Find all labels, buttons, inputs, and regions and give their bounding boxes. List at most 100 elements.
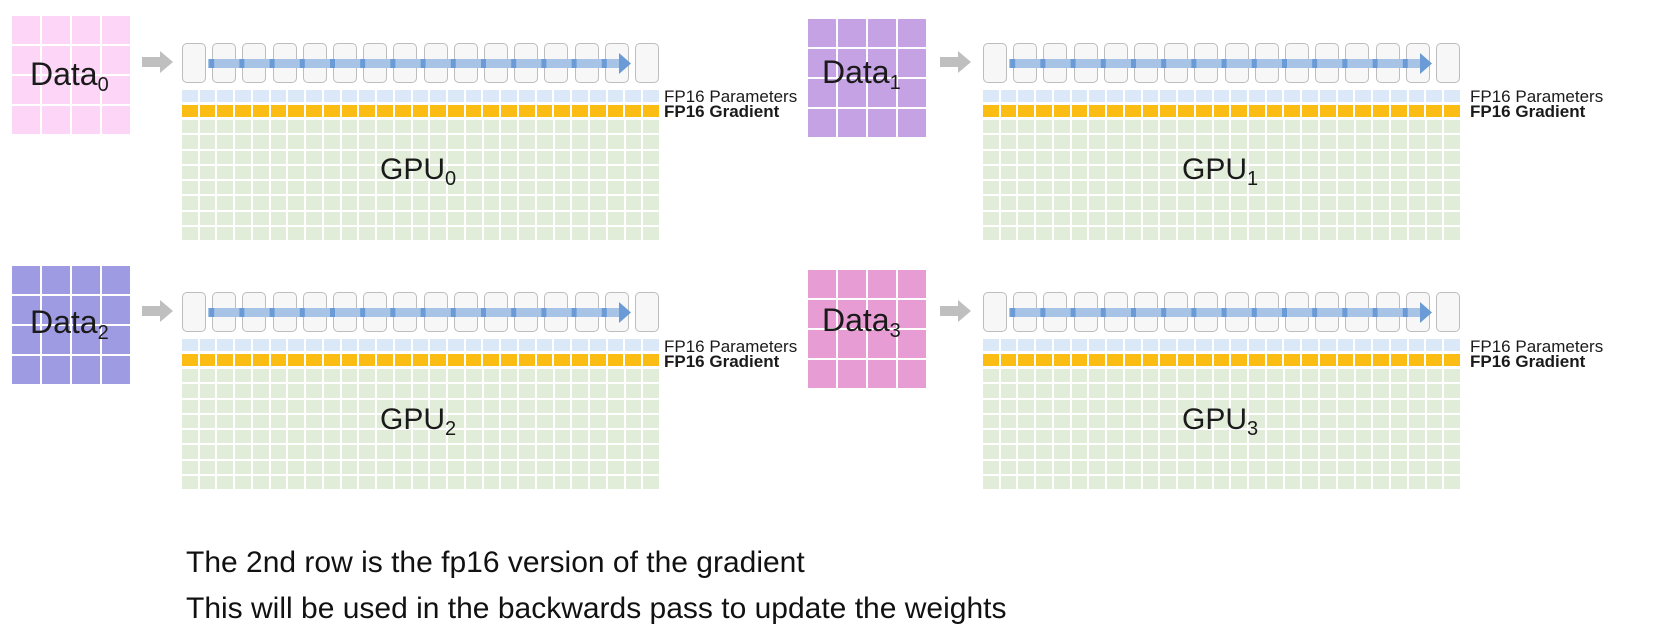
- memory-cell: [465, 445, 482, 459]
- memory-cell: [412, 414, 429, 428]
- memory-cell: [1018, 369, 1035, 383]
- param-cell: [983, 90, 999, 102]
- memory-cell: [590, 369, 606, 383]
- memory-cell: [270, 475, 287, 489]
- memory-cell: [465, 475, 482, 489]
- param-cell: [306, 339, 322, 351]
- memory-cell: [465, 150, 482, 164]
- gradient-cell: [1018, 354, 1035, 366]
- memory-cell: [983, 445, 999, 459]
- memory-cell: [1036, 399, 1052, 413]
- memory-cell: [1071, 384, 1088, 398]
- memory-cell: [1284, 226, 1301, 240]
- gradient-cell: [1124, 354, 1141, 366]
- gradient-cell: [182, 105, 198, 117]
- memory-cell: [1089, 150, 1106, 164]
- memory-cell: [983, 414, 999, 428]
- param-cell: [518, 90, 535, 102]
- memory-cell: [607, 399, 624, 413]
- memory-cell: [1391, 475, 1407, 489]
- param-cell: [1053, 90, 1070, 102]
- memory-cell: [536, 475, 553, 489]
- memory-cell: [643, 399, 659, 413]
- memory-cell: [1391, 120, 1407, 134]
- gradient-cell: [1249, 105, 1265, 117]
- memory-cell: [572, 445, 589, 459]
- memory-cell: [607, 475, 624, 489]
- memory-cell: [1408, 196, 1425, 210]
- memory-cell: [643, 369, 659, 383]
- memory-cell: [536, 165, 553, 179]
- memory-cell: [448, 120, 464, 134]
- memory-cell: [1355, 181, 1372, 195]
- param-cell: [1142, 90, 1159, 102]
- memory-cell: [1249, 135, 1265, 149]
- memory-cell: [1337, 430, 1354, 444]
- memory-cell: [501, 369, 518, 383]
- param-cell: [1355, 339, 1372, 351]
- data-label-3: Data3: [822, 304, 901, 341]
- memory-cell: [182, 399, 198, 413]
- memory-cell: [1000, 384, 1017, 398]
- param-cell: [394, 90, 411, 102]
- memory-cell: [1178, 211, 1194, 225]
- memory-cell: [554, 120, 571, 134]
- memory-cell: [572, 430, 589, 444]
- memory-cell: [430, 211, 447, 225]
- memory-cell: [235, 226, 251, 240]
- param-cell: [359, 339, 376, 351]
- data-cell: [72, 46, 100, 74]
- memory-cell: [1018, 165, 1035, 179]
- memory-cell: [1337, 445, 1354, 459]
- memory-cell: [983, 475, 999, 489]
- memory-cell: [1284, 211, 1301, 225]
- memory-cell: [1391, 384, 1407, 398]
- param-cell: [323, 90, 340, 102]
- memory-cell: [217, 196, 234, 210]
- memory-cell: [1213, 120, 1230, 134]
- memory-cell: [1249, 150, 1265, 164]
- memory-cell: [483, 120, 500, 134]
- memory-cell: [1053, 460, 1070, 474]
- memory-cell: [1107, 445, 1123, 459]
- memory-cell: [323, 430, 340, 444]
- memory-cell: [465, 196, 482, 210]
- memory-cell: [983, 120, 999, 134]
- memory-cell: [519, 460, 535, 474]
- gradient-cell: [1390, 354, 1407, 366]
- memory-cell: [465, 120, 482, 134]
- memory-cell: [341, 369, 358, 383]
- memory-cell: [590, 226, 606, 240]
- memory-cell: [607, 196, 624, 210]
- memory-cell: [1355, 384, 1372, 398]
- memory-cell: [1124, 460, 1141, 474]
- memory-cell: [270, 196, 287, 210]
- memory-cell: [235, 369, 251, 383]
- memory-cell: [235, 165, 251, 179]
- memory-cell: [1071, 211, 1088, 225]
- memory-cell: [1444, 150, 1460, 164]
- gradient-cell: [501, 105, 517, 117]
- memory-cell: [625, 414, 642, 428]
- memory-cell: [306, 475, 322, 489]
- memory-cell: [590, 211, 606, 225]
- memory-cell: [1284, 196, 1301, 210]
- memory-cell: [1107, 475, 1123, 489]
- memory-cell: [394, 181, 411, 195]
- data-cell: [42, 76, 70, 104]
- memory-cell: [341, 135, 358, 149]
- gradient-cell: [270, 354, 287, 366]
- data-cell: [808, 300, 836, 328]
- memory-cell: [1391, 135, 1407, 149]
- memory-cell: [1284, 475, 1301, 489]
- memory-cell: [501, 135, 518, 149]
- memory-cell: [235, 181, 251, 195]
- memory-cell: [1178, 430, 1194, 444]
- data-cell: [898, 79, 926, 107]
- memory-cell: [590, 120, 606, 134]
- memory-cell: [182, 211, 198, 225]
- data-label-2: Data2: [30, 306, 109, 343]
- memory-cell: [394, 150, 411, 164]
- memory-cell: [323, 460, 340, 474]
- memory-cell: [1231, 460, 1248, 474]
